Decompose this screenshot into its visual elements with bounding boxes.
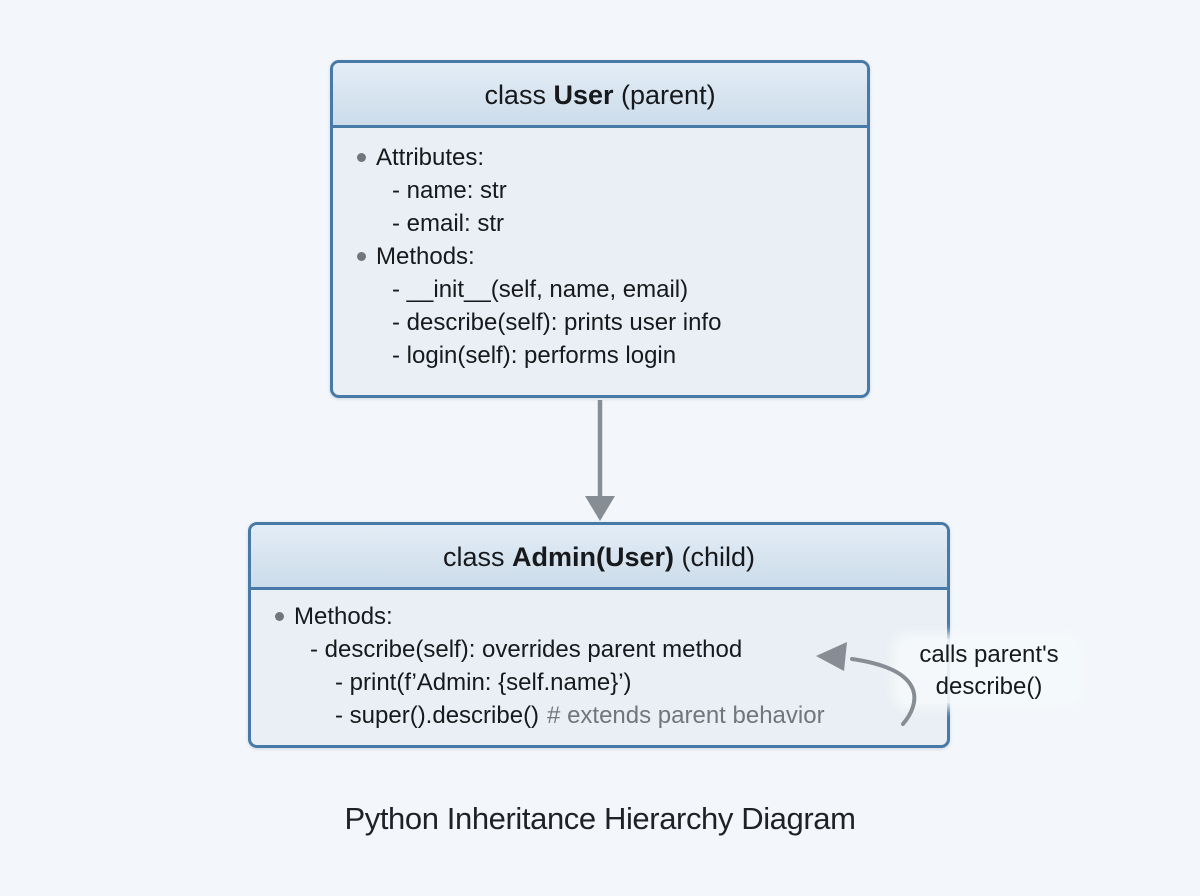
parent-role-label: (parent) [613,80,716,110]
bullet-icon [357,153,366,162]
parent-class-box: class User (parent) Attributes: - name: … [330,60,870,398]
parent-class-body: Attributes: - name: str - email: str Met… [333,128,867,372]
list-item: - email: str [392,210,505,237]
list-item: - login(self): performs login [392,342,677,369]
child-role-label: (child) [674,542,756,572]
section-label: Attributes: [376,144,485,171]
list-item: - describe(self): prints user info [392,309,722,336]
list-item: - print(f’Admin: {self.name}’) [335,669,632,696]
parent-class-header: class User (parent) [333,63,867,128]
code-text: - super().describe() [335,702,540,729]
list-item: - name: str [392,177,507,204]
annotation-line: calls parent's [919,641,1059,668]
diagram-caption: Python Inheritance Hierarchy Diagram [344,801,856,836]
class-keyword: class [442,542,512,572]
section-label: Methods: [294,603,393,630]
child-class-body: Methods: - describe(self): overrides par… [251,590,947,732]
parent-class-name: User [553,80,614,110]
list-item: - super().describe() # extends parent beh… [251,699,947,732]
bullet-icon [357,252,366,261]
callout-annotation: calls parent's describe() [898,639,1080,703]
code-comment: # extends parent behavior [547,702,825,729]
list-item: Methods: [333,240,867,273]
child-class-box: class Admin(User) (child) Methods: - des… [248,522,950,748]
annotation-line: describe() [935,673,1043,700]
list-item: - __init__(self, name, email) [392,276,689,303]
class-keyword: class [484,80,554,110]
list-item: Methods: [251,600,947,633]
bullet-icon [275,612,284,621]
inheritance-arrow-icon [585,400,615,521]
list-item: Attributes: [333,141,867,174]
child-class-name: Admin(User) [512,542,675,572]
section-label: Methods: [376,243,475,270]
list-item: - describe(self): overrides parent metho… [310,636,743,663]
child-class-header: class Admin(User) (child) [251,525,947,590]
